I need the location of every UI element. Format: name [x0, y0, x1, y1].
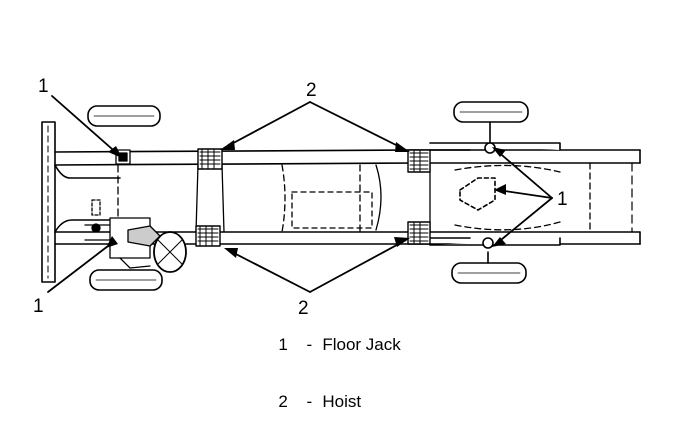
legend: 1-Floor Jack 2-Hoist — [250, 316, 401, 429]
hoist-pad-front-left — [197, 148, 223, 170]
engine-steering-area — [84, 149, 187, 273]
floor-jack-leaders — [47, 95, 553, 293]
legend-label: Hoist — [322, 392, 362, 411]
legend-number: 2 — [278, 392, 288, 411]
front-bumper — [41, 121, 56, 283]
rear-tires — [429, 101, 561, 284]
legend-item-floor-jack: 1-Floor Jack — [250, 316, 401, 373]
front-tires — [87, 105, 163, 291]
callout-floor-jack-front-right: 1 — [33, 296, 44, 317]
crossmembers — [117, 162, 591, 233]
legend-separator: - — [306, 392, 313, 411]
callout-floor-jack-rear: 1 — [557, 189, 568, 210]
callout-hoist-bottom: 2 — [298, 298, 309, 319]
hoist-pad-rear-left — [407, 149, 431, 173]
legend-item-hoist: 2-Hoist — [250, 373, 401, 429]
hoist-pad-front-right — [195, 225, 221, 247]
callout-hoist-top: 2 — [306, 80, 317, 101]
callout-floor-jack-front-left: 1 — [38, 76, 49, 97]
legend-label: Floor Jack — [322, 335, 401, 354]
hoist-leaders — [223, 101, 407, 293]
legend-separator: - — [306, 335, 313, 354]
hoist-pads — [195, 148, 431, 247]
legend-number: 1 — [278, 335, 288, 354]
hoist-pad-rear-right — [407, 221, 431, 245]
arrowheads — [106, 140, 506, 258]
